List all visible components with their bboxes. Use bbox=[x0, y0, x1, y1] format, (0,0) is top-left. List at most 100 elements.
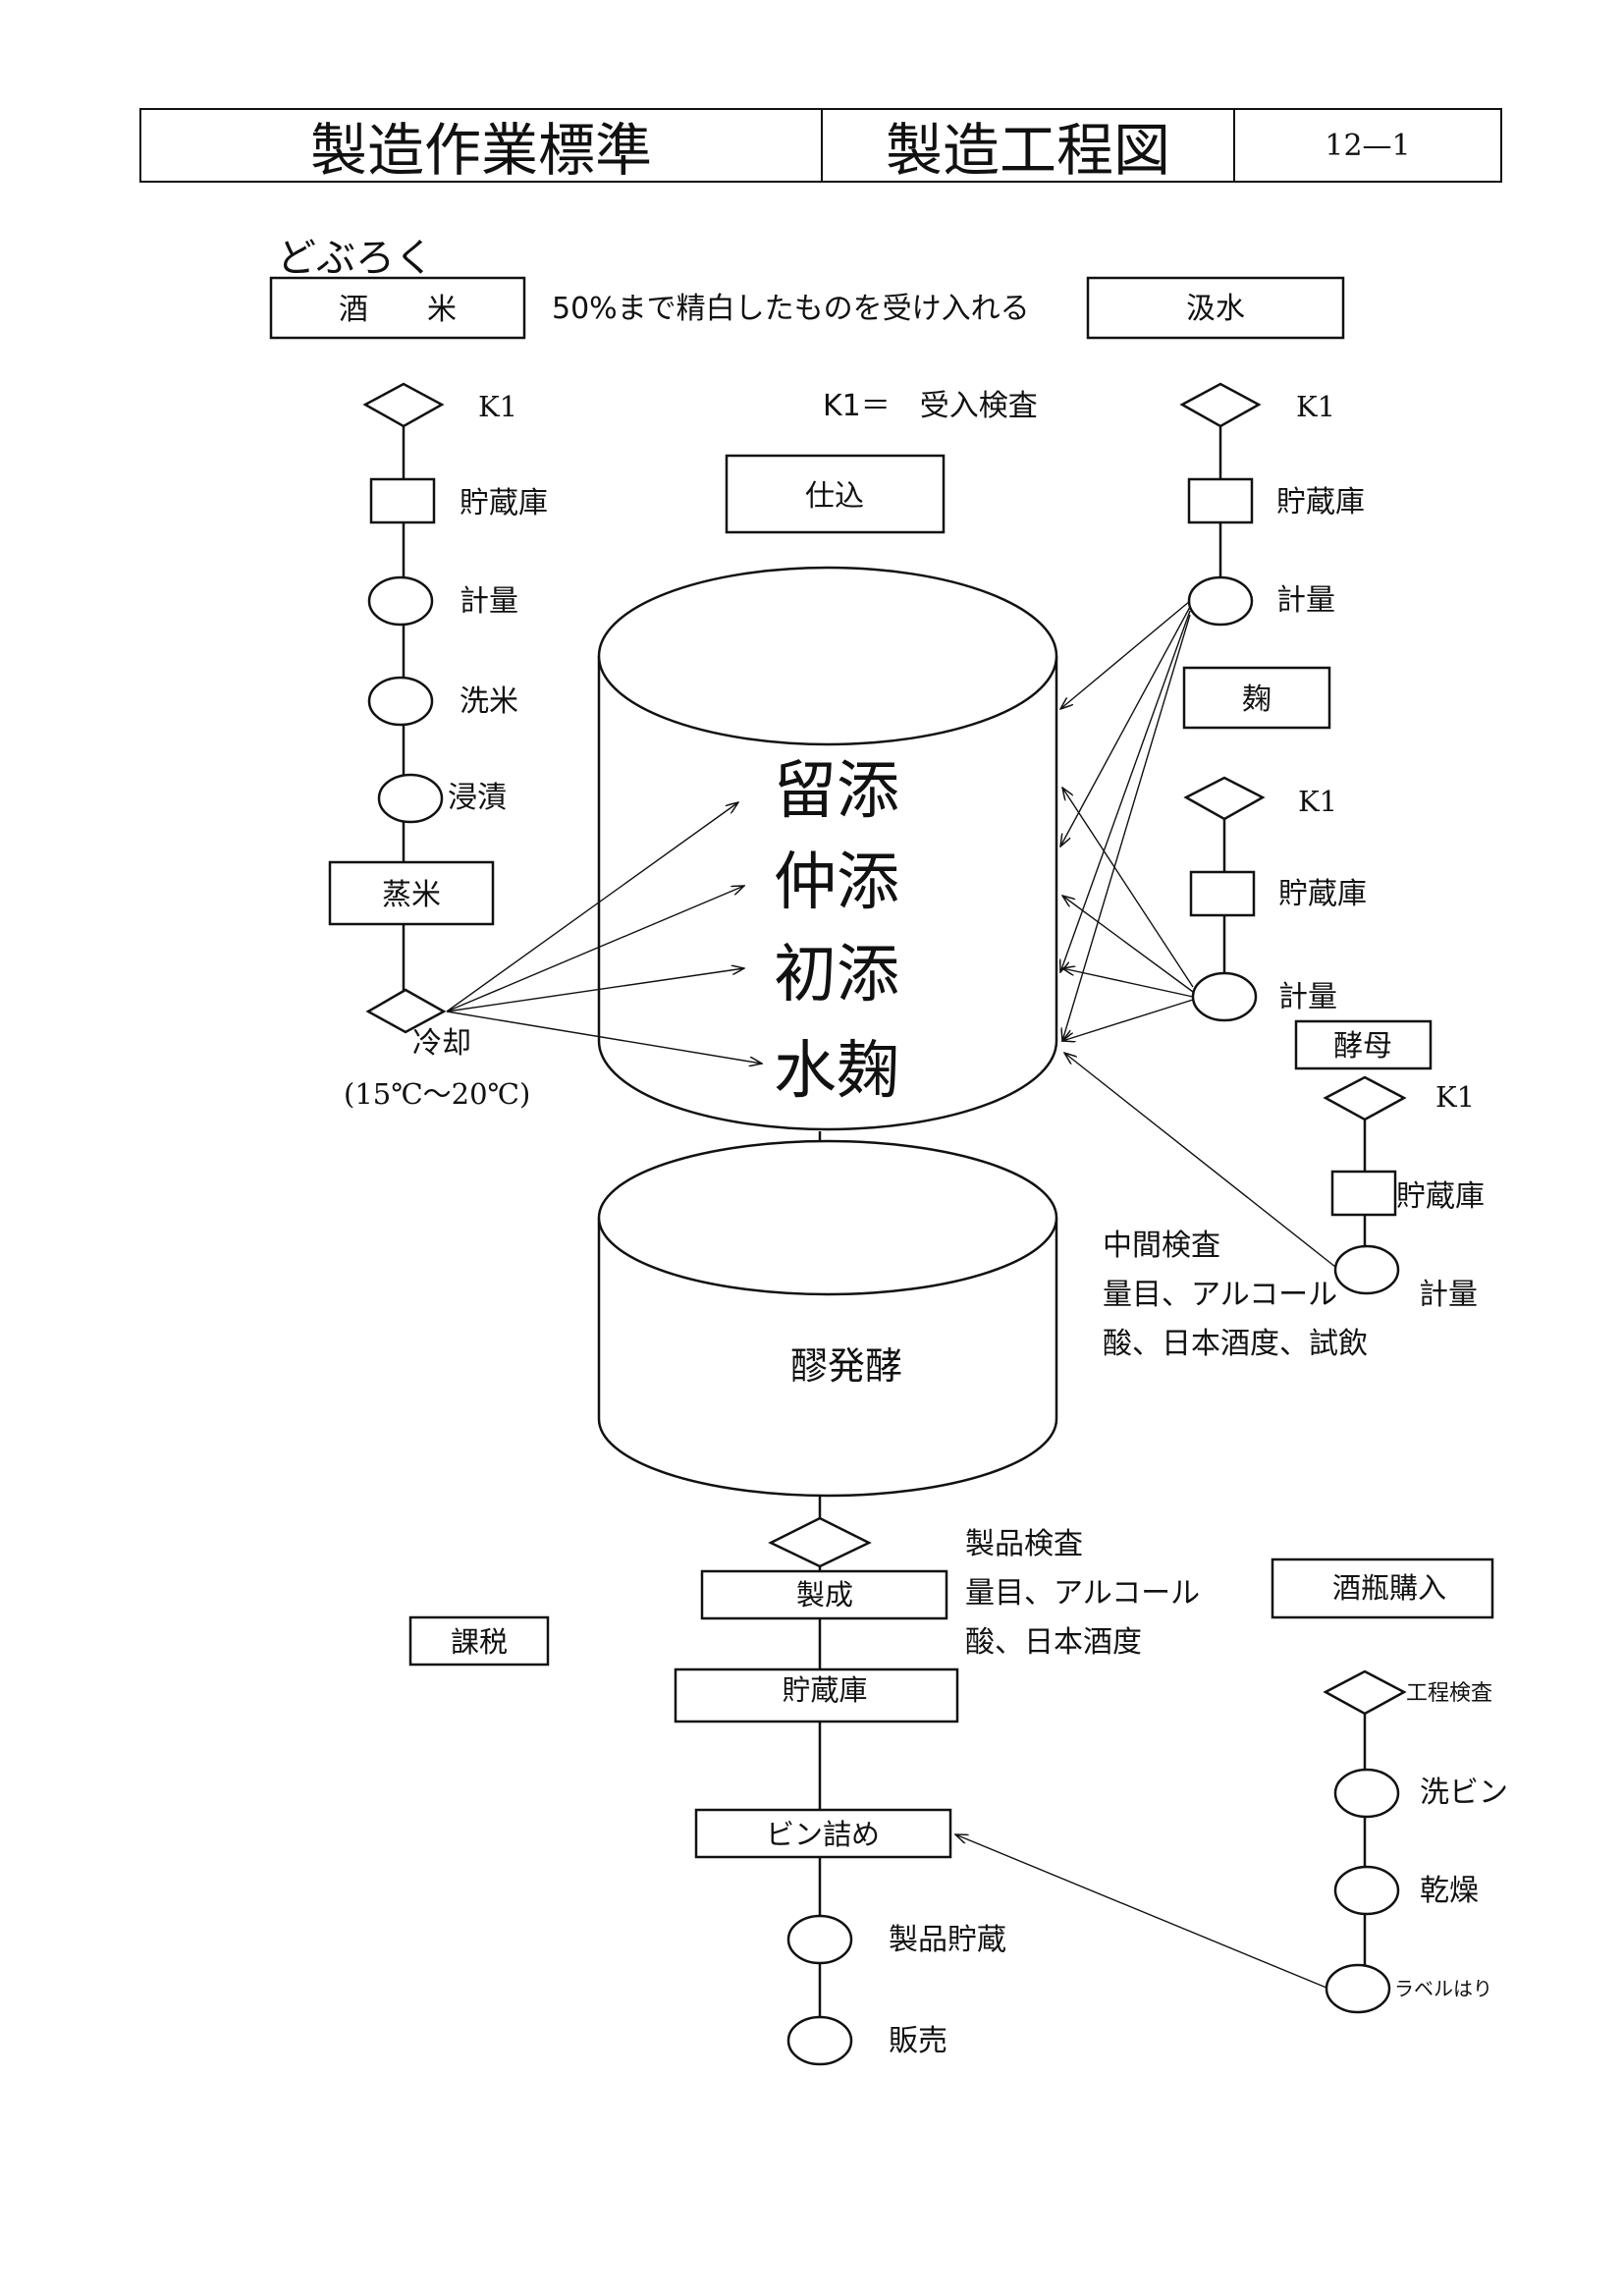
water-box bbox=[1086, 276, 1345, 340]
fermentation-label: 醪発酵 bbox=[790, 1344, 902, 1388]
arrow-water-to-tank-2 bbox=[1060, 606, 1191, 847]
bottling-label: ビン詰め bbox=[766, 1818, 880, 1851]
arrow-yeast-to-tank bbox=[1064, 1053, 1336, 1268]
sales-node bbox=[786, 2015, 853, 2066]
tax-box bbox=[408, 1615, 550, 1667]
koji-box bbox=[1182, 666, 1331, 730]
rice-storage-label: 貯蔵庫 bbox=[460, 486, 548, 520]
arrow-koji-to-tank-1 bbox=[1062, 788, 1194, 988]
koji-box-label: 麹 bbox=[1242, 683, 1271, 717]
product-name: どぶろく bbox=[277, 236, 434, 281]
cooling-temp-label: (15℃～20℃) bbox=[344, 1077, 530, 1111]
rice-wash-node bbox=[367, 676, 434, 727]
tax-label: 課税 bbox=[451, 1625, 508, 1659]
bottle-wash-label: 洗ビン bbox=[1420, 1776, 1508, 1810]
rice-box bbox=[269, 276, 526, 340]
arrow-water-to-tank-1 bbox=[1060, 600, 1191, 709]
water-k1-diamond bbox=[1179, 382, 1262, 428]
water-k1-label: K1 bbox=[1296, 390, 1335, 423]
label-attach-label: ラベルはり bbox=[1394, 1977, 1492, 2000]
rice-soak-label: 浸漬 bbox=[448, 781, 507, 815]
header-subtitle: 製造工程図 bbox=[823, 110, 1235, 184]
rice-weigh-node bbox=[367, 575, 434, 627]
cooling-diamond bbox=[365, 988, 447, 1034]
intermediate-inspection-line2: 酸、日本酒度、試飲 bbox=[1103, 1327, 1368, 1361]
bottling-box bbox=[694, 1808, 952, 1859]
brewing-box-label: 仕込 bbox=[805, 479, 864, 514]
yeast-box bbox=[1294, 1019, 1433, 1070]
intermediate-inspection-line1: 量目、アルコール bbox=[1103, 1278, 1337, 1312]
arrow-koji-to-tank-3 bbox=[1062, 968, 1194, 998]
yeast-storage-label: 貯蔵庫 bbox=[1396, 1179, 1485, 1214]
make-box bbox=[700, 1569, 948, 1620]
brewing-box bbox=[725, 454, 946, 534]
yeast-box-label: 酵母 bbox=[1333, 1029, 1392, 1064]
water-weigh-node bbox=[1187, 575, 1254, 627]
steamed-rice-box bbox=[328, 860, 495, 926]
arrow-cool-to-mizukoji bbox=[446, 1011, 762, 1064]
brewing-tank bbox=[597, 656, 1058, 1131]
rice-soak-node bbox=[377, 773, 444, 824]
product-storage-node bbox=[786, 1914, 853, 1965]
water-storage-square bbox=[1187, 477, 1254, 524]
product-inspection-title: 製品検査 bbox=[965, 1527, 1083, 1561]
stage-nakazoe: 仲添 bbox=[774, 847, 899, 919]
koji-storage-square bbox=[1189, 870, 1256, 917]
rice-k1-label: K1 bbox=[478, 390, 517, 423]
koji-weigh-node bbox=[1191, 971, 1258, 1022]
rice-box-label: 酒 米 bbox=[339, 293, 457, 327]
sales-label: 販売 bbox=[889, 2024, 947, 2058]
stage-hatsuzoe: 初添 bbox=[774, 939, 899, 1011]
fermentation-tank-top bbox=[597, 1139, 1058, 1296]
water-storage-label: 貯蔵庫 bbox=[1276, 485, 1365, 519]
bottle-dry-node bbox=[1333, 1865, 1400, 1916]
bottle-wash-node bbox=[1333, 1768, 1400, 1819]
product-inspection-diamond bbox=[768, 1516, 872, 1568]
rice-k1-diamond bbox=[362, 382, 445, 428]
rice-note: 50%まで精白したものを受け入れる bbox=[552, 292, 1030, 326]
rice-wash-label: 洗米 bbox=[460, 684, 518, 719]
arrow-cool-to-hatsuzoe bbox=[446, 968, 744, 1012]
header-table: 製造作業標準 製造工程図 12—1 bbox=[139, 108, 1502, 184]
arrow-koji-to-tank-2 bbox=[1062, 896, 1194, 993]
product-inspection-line1: 量目、アルコール bbox=[965, 1576, 1200, 1611]
steamed-rice-label: 蒸米 bbox=[382, 878, 441, 912]
yeast-weigh-node bbox=[1333, 1244, 1400, 1295]
make-label: 製成 bbox=[796, 1578, 853, 1612]
arrow-koji-to-tank-4 bbox=[1062, 999, 1194, 1041]
rice-storage-square bbox=[369, 477, 436, 524]
product-inspection-line2: 酸、日本酒度 bbox=[965, 1625, 1142, 1660]
koji-storage-label: 貯蔵庫 bbox=[1278, 877, 1367, 911]
koji-k1-label: K1 bbox=[1298, 785, 1337, 818]
arrow-cool-to-tomezoe bbox=[446, 802, 738, 1012]
fermentation-tank bbox=[597, 1218, 1058, 1498]
process-check-label: 工程検査 bbox=[1406, 1681, 1492, 1706]
brewing-tank-top bbox=[597, 566, 1058, 746]
water-weigh-label: 計量 bbox=[1276, 583, 1335, 618]
bottle-purchase-label: 酒瓶購入 bbox=[1332, 1571, 1446, 1605]
header-doc-number: 12—1 bbox=[1325, 128, 1411, 163]
arrow-water-to-tank-4 bbox=[1062, 614, 1191, 1041]
yeast-k1-label: K1 bbox=[1435, 1080, 1475, 1114]
k1-legend: K1＝ 受入検査 bbox=[823, 389, 1038, 423]
storage-box bbox=[674, 1667, 959, 1723]
arrow-water-to-tank-3 bbox=[1060, 610, 1191, 972]
rice-weigh-label: 計量 bbox=[460, 584, 518, 619]
yeast-storage-square bbox=[1330, 1170, 1397, 1217]
bottle-purchase-box bbox=[1271, 1558, 1494, 1619]
stage-mizukoji: 水麹 bbox=[774, 1035, 899, 1108]
bottle-dry-label: 乾燥 bbox=[1420, 1874, 1479, 1908]
yeast-weigh-label: 計量 bbox=[1419, 1278, 1478, 1312]
koji-k1-diamond bbox=[1183, 776, 1266, 821]
stage-tomezoe: 留添 bbox=[774, 755, 899, 828]
water-box-label: 汲水 bbox=[1186, 292, 1245, 326]
arrow-cool-to-nakazoe bbox=[446, 886, 744, 1012]
intermediate-inspection-title: 中間検査 bbox=[1103, 1229, 1220, 1263]
process-check-diamond bbox=[1323, 1669, 1407, 1716]
header-title: 製造作業標準 bbox=[141, 110, 823, 184]
storage-box-label: 貯蔵庫 bbox=[782, 1673, 867, 1707]
product-storage-label: 製品貯蔵 bbox=[889, 1923, 1006, 1957]
label-node bbox=[1325, 1963, 1391, 2014]
arrow-label-to-bottling bbox=[955, 1834, 1327, 1989]
